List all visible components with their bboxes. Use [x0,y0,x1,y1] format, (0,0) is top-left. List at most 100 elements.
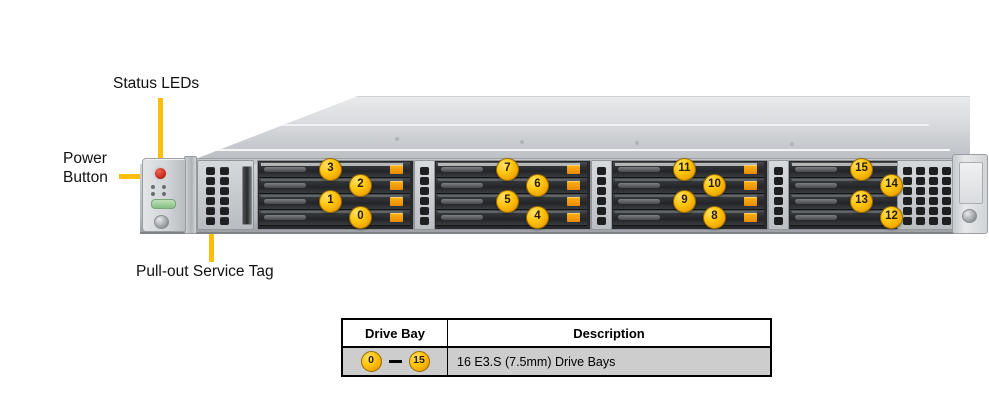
drive-release-tab-icon[interactable] [744,165,757,174]
drive-release-tab-icon[interactable] [744,213,757,222]
vent-hole [942,217,951,225]
vent-hole [420,197,429,205]
power-button-icon[interactable] [155,168,166,179]
chassis-lock-icon [154,215,169,229]
drive-bay-number-badge: 14 [880,174,903,197]
chassis-vent-separator [591,160,612,230]
drive-release-tab-icon[interactable] [744,181,757,190]
vent-hole [597,197,606,205]
drive-release-tab-icon[interactable] [567,181,580,190]
status-led-icon [151,185,155,189]
vent-hole [916,187,925,195]
drive-carrier-handle[interactable] [441,199,483,204]
vent-hole [916,167,925,175]
status-led-icon [162,192,166,196]
drive-release-tab-icon[interactable] [390,197,403,206]
vent-hole [420,177,429,185]
vent-hole [206,187,215,195]
drive-release-tab-icon[interactable] [567,213,580,222]
drive-release-tab-icon[interactable] [390,181,403,190]
vent-hole [916,197,925,205]
vent-hole [420,167,429,175]
pull-out-service-tag[interactable] [197,160,254,230]
drive-bay-number-badge: 5 [496,190,519,213]
vent-hole [942,207,951,215]
front-control-panel[interactable] [142,158,186,232]
vent-hole [903,177,912,185]
drive-carrier-handle[interactable] [795,183,837,188]
table-row: 0 15 16 E3.S (7.5mm) Drive Bays [341,346,772,377]
vent-hole [942,177,951,185]
drive-release-tab-icon[interactable] [744,197,757,206]
table-header-drive-bay: Drive Bay [341,318,448,348]
drive-carrier-handle[interactable] [618,183,660,188]
chassis-top-lid [180,96,970,165]
table-cell-bay-range: 0 15 [341,346,448,377]
vent-hole [420,207,429,215]
vent-hole [942,187,951,195]
table-cell-description: 16 E3.S (7.5mm) Drive Bays [447,346,772,377]
drive-release-tab-icon[interactable] [390,213,403,222]
vent-hole [220,207,229,215]
drive-bay-number-badge: 15 [850,158,873,181]
vent-hole [420,217,429,225]
chassis-vent-separator [768,160,789,230]
callout-label-service-tag: Pull-out Service Tag [136,263,274,280]
vent-hole [597,167,606,175]
callout-label-power-line2: Button [63,168,108,186]
drive-bay-slot[interactable] [613,210,764,226]
drive-carrier-handle[interactable] [264,199,306,204]
vent-hole [929,177,938,185]
drive-release-tab-icon[interactable] [567,165,580,174]
vent-hole [774,187,783,195]
drive-bay-number-badge: 1 [319,190,342,213]
chassis-ear-right [952,154,988,234]
drive-carrier-handle[interactable] [795,167,837,172]
callout-label-power-line1: Power [63,150,107,167]
drive-bay-number-badge: 2 [349,174,372,197]
drive-carrier-handle[interactable] [264,215,306,220]
drive-bay-number-badge: 6 [526,174,549,197]
drive-carrier-handle[interactable] [618,167,660,172]
drive-carrier-handle[interactable] [441,183,483,188]
vent-hole [420,187,429,195]
vent-hole [597,207,606,215]
drive-bay-number-badge: 8 [703,206,726,229]
vent-hole [774,197,783,205]
leader-line-service-tag [209,216,214,262]
lid-seam-upper [229,124,930,126]
drive-carrier-handle[interactable] [441,167,483,172]
vent-hole [206,207,215,215]
drive-release-tab-icon[interactable] [567,197,580,206]
drive-bay-slot[interactable] [259,210,410,226]
uid-label [151,199,176,209]
drive-carrier-handle[interactable] [795,199,837,204]
drive-carrier-handle[interactable] [618,215,660,220]
vent-hole [903,207,912,215]
drive-carrier-handle[interactable] [795,215,837,220]
callout-label-status-leds: Status LEDs [113,75,200,92]
drive-bay-number-badge: 11 [673,158,696,181]
vent-hole [774,177,783,185]
drive-bay-number-badge: 3 [319,158,342,181]
vent-hole [942,197,951,205]
drive-bay-slot[interactable] [436,210,587,226]
vent-hole [774,167,783,175]
drive-carrier-handle[interactable] [264,183,306,188]
drive-carrier-handle[interactable] [441,215,483,220]
vent-hole [929,217,938,225]
drive-bay-number-badge: 9 [673,190,696,213]
vent-hole [916,207,925,215]
vent-hole [220,197,229,205]
vent-hole [597,187,606,195]
vent-hole [929,207,938,215]
bay-range-start-badge: 0 [360,351,382,372]
drive-release-tab-icon[interactable] [390,165,403,174]
drive-bay-number-badge: 12 [880,206,903,229]
drive-carrier-handle[interactable] [264,167,306,172]
drive-carrier-handle[interactable] [618,199,660,204]
lid-screw-icon [520,140,524,144]
range-dash-icon [388,360,402,363]
service-tag-pull-handle[interactable] [242,166,252,225]
